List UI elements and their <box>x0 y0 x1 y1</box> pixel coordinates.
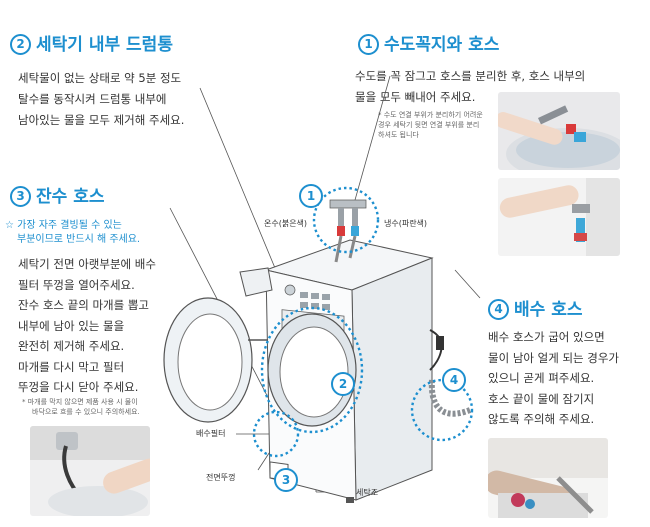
wash-tub-label: 세탁조 <box>356 488 379 497</box>
drain-line: 있으니 곧게 펴주세요. <box>488 371 595 385</box>
cold-water-label: 냉수(파란색) <box>384 219 428 228</box>
faucet-leader-line <box>354 75 391 201</box>
note-line: * 수도 연결 부위가 분리하기 어려운 <box>378 111 483 119</box>
front-cover-label: 전면뚜껑 <box>206 473 236 482</box>
residual-title-text: 잔수 호스 <box>36 187 105 207</box>
faucet-assembly <box>329 199 367 263</box>
step-3-number: 3 <box>10 186 31 207</box>
residual-line: 내부에 남아 있는 물을 <box>18 318 125 333</box>
drum-line: 탈수를 동작시켜 드럼통 내부에 <box>18 92 167 106</box>
drain-line: 배수 호스가 굽어 있으면 <box>488 330 605 344</box>
drain-leader-line <box>454 269 481 299</box>
callout-bubble-3: 3 <box>274 468 298 492</box>
residual-line: 잔수 호스 끝의 마개를 뽑고 <box>18 298 150 312</box>
residual-note: * 마개를 막지 않으면 제품 사용 시 물이 바닥으로 흐를 수 있으니 주의… <box>22 397 140 417</box>
drain-filter-label: 배수필터 <box>196 429 226 438</box>
drain-line: 물이 남아 얼게 되는 경우가 <box>488 350 620 365</box>
callout-bubble-1: 1 <box>299 184 323 208</box>
drum-description: 세탁물이 없는 상태로 약 5분 정도 탈수를 동작시켜 드럼통 내부에 남아있… <box>18 68 184 131</box>
hose-draining-photo <box>498 92 620 170</box>
residual-photo <box>30 426 150 516</box>
hot-water-label: 온수(붉은색) <box>264 219 308 228</box>
highlight-line: 부분이므로 반드시 해 주세요. <box>17 234 141 245</box>
note-line: * 마개를 막지 않으면 제품 사용 시 물이 <box>22 398 138 406</box>
drum-title-text: 세탁기 내부 드럼통 <box>36 35 173 55</box>
note-line: 하셔도 됩니다 <box>378 131 419 139</box>
residual-line: 뚜껑을 다시 닫아 주세요. <box>18 380 139 394</box>
drum-highlight-circle <box>260 306 364 434</box>
faucet-photo-2 <box>498 178 620 256</box>
faucet-disconnect-photo <box>498 178 620 256</box>
note-line: 경우 세탁기 뒷면 연결 부위를 분리 <box>378 121 480 129</box>
residual-hose-photo <box>30 426 150 516</box>
faucet-highlight-circle <box>312 186 380 254</box>
drain-line: 호스 끝이 물에 잠기지 <box>488 391 595 406</box>
faucet-note: * 수도 연결 부위가 분리하기 어려운 경우 세탁기 뒷면 연결 부위를 분리… <box>378 110 483 140</box>
step-4-number: 4 <box>488 299 509 320</box>
residual-line: 마개를 다시 막고 필터 <box>18 359 125 374</box>
residual-highlight: ☆ 가장 자주 결빙될 수 있는 부분이므로 반드시 해 주세요. <box>5 219 140 247</box>
step-2-number: 2 <box>10 34 31 55</box>
note-line: 바닥으로 흐를 수 있으니 주의하세요. <box>32 408 140 416</box>
drain-title-text: 배수 호스 <box>514 300 583 320</box>
filter-highlight-circle <box>252 410 300 458</box>
drain-photo <box>488 438 608 518</box>
residual-line: 필터 뚜껑을 열어주세요. <box>18 277 135 292</box>
drain-highlight-circle <box>410 378 474 442</box>
residual-line: 세탁기 전면 아랫부분에 배수 <box>18 257 156 271</box>
faucet-title-text: 수도꼭지와 호스 <box>384 35 500 55</box>
drain-hose-photo <box>488 438 608 518</box>
highlight-line: ☆ 가장 자주 결빙될 수 있는 <box>5 220 122 231</box>
residual-line: 완전히 제거해 주세요. <box>18 339 125 353</box>
drum-line: 세탁물이 없는 상태로 약 5분 정도 <box>18 71 182 85</box>
callout-bubble-2: 2 <box>331 372 355 396</box>
drain-hose <box>428 329 472 417</box>
drain-line: 않도록 주의해 주세요. <box>488 412 595 426</box>
callout-bubble-4: 4 <box>442 368 466 392</box>
faucet-photo-1 <box>498 92 620 170</box>
washer-body <box>163 239 434 503</box>
faucet-line: 수도를 꼭 잠그고 호스를 분리한 후, 호스 내부의 <box>355 69 586 83</box>
residual-description: 세탁기 전면 아랫부분에 배수 필터 뚜껑을 열어주세요. 잔수 호스 끝의 마… <box>18 254 156 398</box>
drum-line: 남아있는 물을 모두 제거해 주세요. <box>18 113 185 127</box>
step-1-number: 1 <box>358 34 379 55</box>
drain-description: 배수 호스가 굽어 있으면 물이 남아 얼게 되는 경우가 있으니 곧게 펴주세… <box>488 327 619 430</box>
